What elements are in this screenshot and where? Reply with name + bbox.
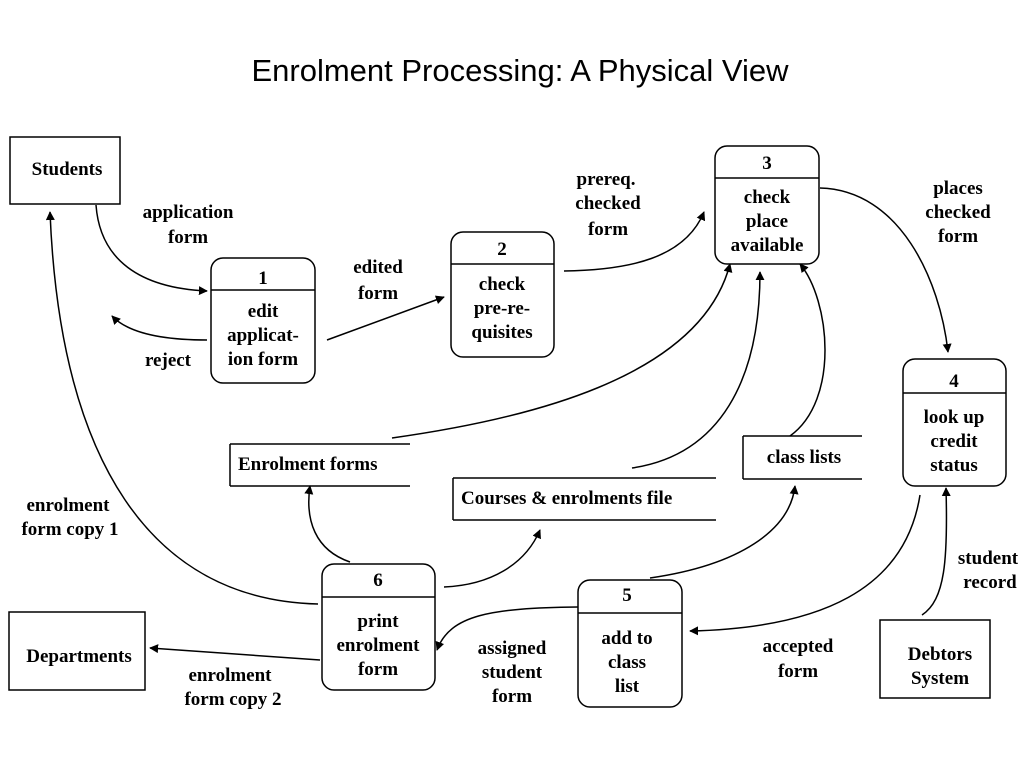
flow-p6-to-courses-file bbox=[443, 529, 541, 588]
entity-debtors-label-2: System bbox=[911, 668, 969, 689]
flow-reject bbox=[111, 315, 208, 341]
entity-debtors-label-1: Debtors bbox=[908, 644, 972, 665]
process-3-line-1: check bbox=[744, 187, 791, 208]
process-6-number: 6 bbox=[373, 570, 383, 591]
flow-edited-form bbox=[326, 295, 445, 341]
flow-p6-to-enrolment-forms bbox=[304, 485, 351, 563]
process-1-line-2: applicat- bbox=[227, 325, 299, 346]
entity-departments-label: Departments bbox=[26, 646, 132, 667]
label-places-line-1: places bbox=[933, 178, 983, 199]
process-5-add-to-class-list: 5 add to class list bbox=[577, 579, 683, 708]
process-4-line-1: look up bbox=[924, 407, 985, 428]
process-1-edit-application-form: 1 edit applicat- ion form bbox=[210, 257, 316, 384]
label-assigned-student-form: assigned student form bbox=[478, 638, 547, 707]
flow-student-record bbox=[921, 487, 951, 616]
process-5-line-3: list bbox=[615, 676, 640, 697]
process-6-line-2: enrolment bbox=[336, 635, 420, 656]
process-1-line-1: edit bbox=[248, 301, 279, 322]
store-courses-enrolments-file: Courses & enrolments file bbox=[452, 477, 716, 521]
process-5-line-2: class bbox=[608, 652, 646, 673]
label-application-form-line-2: form bbox=[168, 227, 208, 248]
label-edited-form-line-1: edited bbox=[353, 257, 403, 278]
label-application-form: application form bbox=[143, 202, 234, 248]
process-1-line-3: ion form bbox=[228, 349, 298, 370]
process-1-number: 1 bbox=[258, 268, 268, 289]
process-3-check-place-available: 3 check place available bbox=[714, 145, 820, 265]
flow-courses-file-to-p3 bbox=[631, 271, 765, 469]
label-student-record-line-1: student bbox=[958, 548, 1019, 569]
process-2-line-3: quisites bbox=[471, 322, 532, 343]
label-places-line-3: form bbox=[938, 226, 978, 247]
process-4-line-3: status bbox=[930, 455, 978, 476]
flow-class-lists-to-p3 bbox=[789, 263, 826, 437]
process-2-check-prerequisites: 2 check pre-re- quisites bbox=[450, 231, 555, 358]
label-student-record-line-2: record bbox=[963, 572, 1017, 593]
process-6-line-1: print bbox=[357, 611, 399, 632]
flow-accepted-form bbox=[689, 494, 921, 636]
label-assigned-line-2: student bbox=[482, 662, 543, 683]
label-places-checked-form: places checked form bbox=[925, 178, 991, 247]
label-copy2-line-1: enrolment bbox=[188, 665, 272, 686]
process-3-line-2: place bbox=[746, 211, 788, 232]
process-2-line-2: pre-re- bbox=[474, 298, 530, 319]
entity-debtors-system: Debtors System bbox=[879, 619, 991, 699]
label-accepted-line-1: accepted bbox=[763, 636, 834, 657]
label-places-line-2: checked bbox=[925, 202, 991, 223]
flow-application-form bbox=[95, 204, 208, 296]
label-application-form-line-1: application bbox=[143, 202, 234, 223]
process-4-look-up-credit-status: 4 look up credit status bbox=[902, 358, 1007, 487]
store-class-lists-label: class lists bbox=[767, 447, 841, 468]
label-accepted-form: accepted form bbox=[763, 636, 834, 682]
process-6-print-enrolment-form: 6 print enrolment form bbox=[321, 563, 436, 691]
label-assigned-line-3: form bbox=[492, 686, 532, 707]
label-accepted-line-2: form bbox=[778, 661, 818, 682]
label-prereq-line-2: checked bbox=[575, 193, 641, 214]
store-courses-file-label: Courses & enrolments file bbox=[461, 488, 672, 509]
label-copy1-line-2: form copy 1 bbox=[21, 519, 118, 540]
flow-p5-to-class-lists bbox=[649, 485, 799, 579]
flow-assigned-student-form bbox=[435, 606, 579, 651]
entity-students-label: Students bbox=[32, 159, 103, 180]
label-copy1-line-1: enrolment bbox=[26, 495, 110, 516]
entity-departments: Departments bbox=[8, 611, 146, 691]
flow-enrolment-forms-to-p3 bbox=[391, 263, 733, 439]
label-prereq-line-3: form bbox=[588, 219, 628, 240]
label-student-record: student record bbox=[958, 548, 1019, 593]
process-4-line-2: credit bbox=[930, 431, 978, 452]
store-class-lists: class lists bbox=[742, 435, 862, 480]
flow-prereq-checked-form bbox=[563, 211, 706, 272]
label-assigned-line-1: assigned bbox=[478, 638, 547, 659]
process-3-line-3: available bbox=[731, 235, 804, 256]
store-enrolment-forms-label: Enrolment forms bbox=[238, 454, 378, 475]
label-edited-form-line-2: form bbox=[358, 283, 398, 304]
process-2-line-1: check bbox=[479, 274, 526, 295]
process-4-number: 4 bbox=[949, 371, 959, 392]
label-copy2-line-2: form copy 2 bbox=[184, 689, 281, 710]
diagram-title: Enrolment Processing: A Physical View bbox=[251, 53, 789, 88]
label-prereq-checked-form: prereq. checked form bbox=[575, 169, 641, 240]
flow-enrolment-form-copy-2 bbox=[149, 644, 321, 661]
entity-students: Students bbox=[9, 136, 121, 205]
store-enrolment-forms: Enrolment forms bbox=[229, 443, 410, 487]
label-enrolment-form-copy-2: enrolment form copy 2 bbox=[184, 665, 281, 710]
label-reject: reject bbox=[145, 350, 192, 371]
process-3-number: 3 bbox=[762, 153, 772, 174]
flow-enrolment-form-copy-1 bbox=[45, 211, 319, 605]
label-enrolment-form-copy-1: enrolment form copy 1 bbox=[21, 495, 118, 540]
process-5-line-1: add to bbox=[601, 628, 652, 649]
flow-places-checked-form bbox=[819, 187, 952, 353]
label-edited-form: edited form bbox=[353, 257, 403, 304]
label-prereq-line-1: prereq. bbox=[577, 169, 636, 190]
process-5-number: 5 bbox=[622, 585, 632, 606]
process-6-line-3: form bbox=[358, 659, 398, 680]
process-2-number: 2 bbox=[497, 239, 507, 260]
